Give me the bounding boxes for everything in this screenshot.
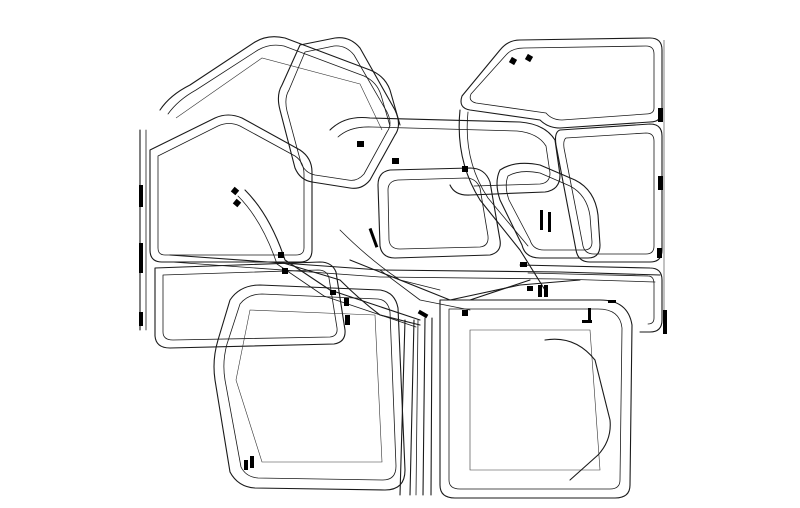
- rail-left: [139, 129, 147, 331]
- tube-bundle-center: [399, 317, 433, 496]
- loop-right-lower: [519, 264, 663, 333]
- loop-top-back: [159, 36, 401, 131]
- loop-right-mid: [554, 123, 663, 263]
- joint-markers: [139, 53, 667, 470]
- loop-right-small: [496, 162, 601, 259]
- loop-upper-right: [460, 37, 663, 129]
- loop-center: [377, 167, 501, 259]
- loop-upper-left: [277, 37, 400, 189]
- loop-left-panel: [149, 114, 313, 263]
- tube-crossings: [169, 109, 661, 328]
- loop-lower-left: [213, 284, 406, 491]
- loop-center-top: [329, 116, 561, 196]
- loop-left-lower: [154, 261, 346, 349]
- loop-lower-right: [439, 299, 633, 499]
